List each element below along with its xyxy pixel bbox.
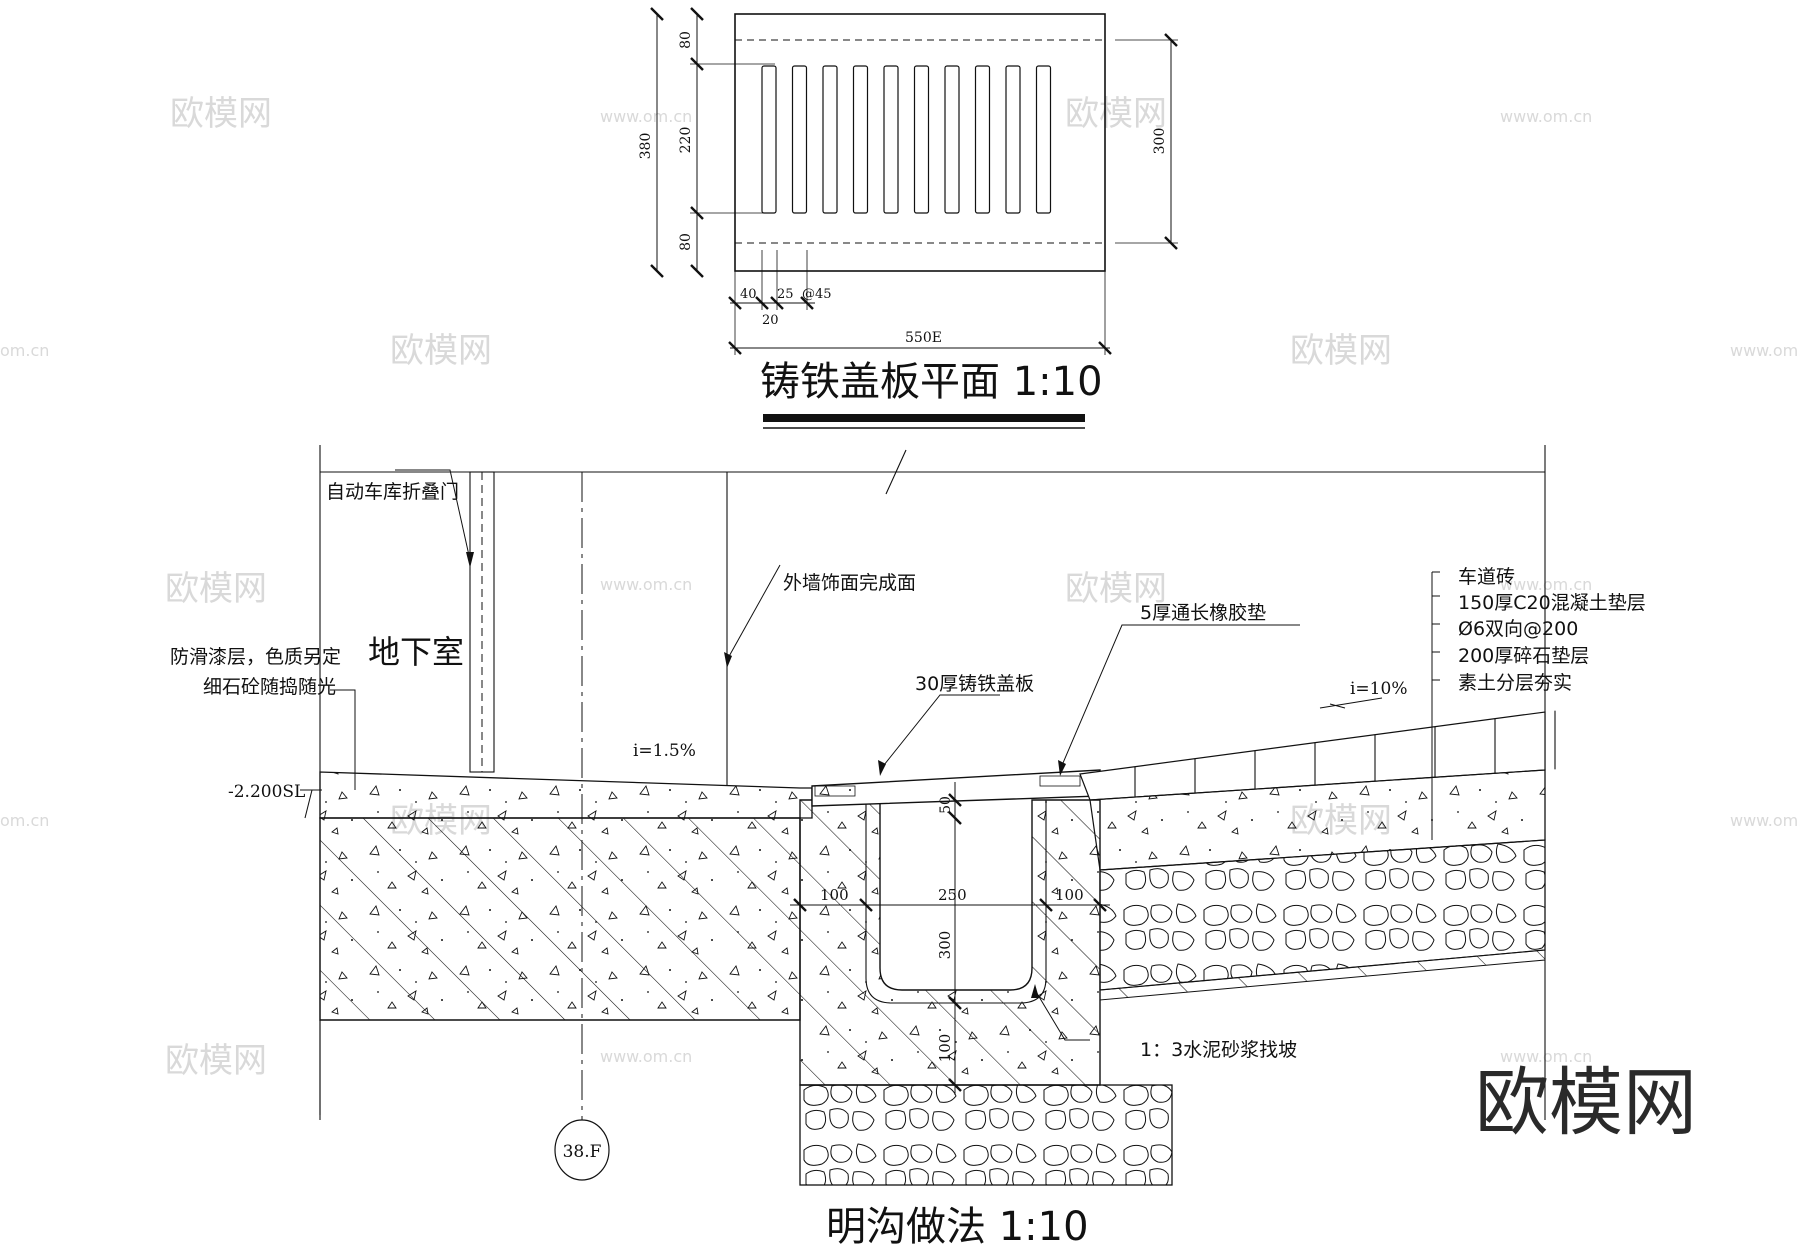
leader-lines bbox=[300, 469, 1433, 1041]
section-dim-ticks bbox=[793, 793, 1107, 1092]
dim-100-right: 100 bbox=[1055, 886, 1084, 904]
section-dim-lines bbox=[790, 782, 1110, 1095]
label-rubber-pad: 5厚通长橡胶垫 bbox=[1140, 602, 1266, 624]
paving-brick-joints bbox=[1134, 710, 1556, 798]
plate-slot bbox=[791, 65, 808, 214]
dimension-ticks bbox=[728, 296, 1112, 355]
watermark-url: www.om.cn bbox=[600, 107, 692, 126]
dim-50: 50 bbox=[938, 796, 954, 814]
extension-lines bbox=[690, 63, 775, 214]
watermark-url: www.om.cn bbox=[1730, 341, 1800, 360]
plate-slot bbox=[1005, 65, 1021, 214]
watermark-url: www.om.cn bbox=[600, 1047, 692, 1066]
watermark-url: www.om.cn bbox=[1500, 575, 1592, 594]
label-slope-right: i=10% bbox=[1350, 679, 1407, 699]
dim-100-left: 100 bbox=[820, 886, 849, 904]
watermark-url: www.om.cn bbox=[600, 575, 692, 594]
axis-label: 38.F bbox=[563, 1142, 602, 1162]
watermark-brand: 欧模网 bbox=[170, 94, 272, 134]
cover-plate-plan: 380 80 220 80 300 40 25 20 @45 550E 铸铁 bbox=[638, 7, 1178, 429]
label-cover-plate: 30厚铸铁盖板 bbox=[915, 673, 1034, 695]
dimension-ticks bbox=[1164, 33, 1178, 250]
dim-20: 20 bbox=[762, 313, 779, 328]
topping-layer bbox=[319, 771, 813, 819]
label-garage-door: 自动车库折叠门 bbox=[326, 481, 459, 503]
label-fine-concrete: 细石砼随捣随光 bbox=[203, 676, 336, 698]
layer-ticks bbox=[1432, 571, 1440, 681]
plate-slots bbox=[761, 65, 1052, 214]
dim-45: @45 bbox=[802, 287, 832, 302]
plate-slot bbox=[1035, 65, 1052, 214]
dimension-ticks bbox=[650, 7, 704, 278]
drain-section: 38.F bbox=[170, 445, 1697, 1250]
label-mortar: 1：3水泥砂浆找坡 bbox=[1140, 1039, 1297, 1061]
break-line bbox=[320, 449, 1545, 495]
label-wall-finish: 外墙饰面完成面 bbox=[783, 572, 916, 594]
plate-slot bbox=[852, 65, 869, 214]
dim-250: 250 bbox=[938, 886, 967, 904]
watermarks: 欧模网 www.om.cn 欧模网 www.om.cn om.cn 欧模网 欧模… bbox=[0, 94, 1800, 1081]
layer-list: 车道砖 150厚C20混凝土垫层 Ø6双向@200 200厚碎石垫层 素土分层夯… bbox=[1458, 566, 1646, 694]
dim-25: 25 bbox=[777, 287, 794, 302]
plate-slot bbox=[883, 65, 899, 214]
layer-item: 素土分层夯实 bbox=[1458, 672, 1572, 694]
layer-item: 150厚C20混凝土垫层 bbox=[1458, 592, 1646, 614]
brand-watermark: 欧模网 bbox=[1475, 1060, 1697, 1146]
gravel-base bbox=[799, 1084, 1173, 1186]
basement-slab-texture bbox=[320, 818, 800, 1020]
watermark-brand: 欧模网 bbox=[1065, 94, 1167, 134]
rubber-pad-left bbox=[814, 785, 856, 797]
dim-550: 550E bbox=[905, 330, 942, 346]
plate-outline bbox=[734, 13, 1106, 272]
plate-slot bbox=[761, 65, 777, 214]
layer-item: 车道砖 bbox=[1458, 566, 1515, 588]
channel-body-texture bbox=[800, 800, 1100, 1085]
extension-lines bbox=[734, 250, 1106, 355]
compacted-soil bbox=[1099, 949, 1546, 1001]
plate-slot bbox=[974, 65, 991, 214]
label-anti-slip: 防滑漆层，色质另定 bbox=[170, 646, 341, 668]
watermark-brand: 欧模网 bbox=[1065, 569, 1167, 609]
leader-arrows bbox=[466, 552, 1066, 998]
dim-300-depth: 300 bbox=[936, 931, 954, 960]
layer-item: Ø6双向@200 bbox=[1458, 618, 1578, 640]
watermark-url: www.om.cn bbox=[1730, 811, 1800, 830]
dim-80-top: 80 bbox=[678, 31, 694, 49]
plate-slot bbox=[913, 65, 930, 214]
watermark-brand: 欧模网 bbox=[165, 1041, 267, 1081]
extension-lines bbox=[1115, 39, 1178, 244]
dim-100-base: 100 bbox=[936, 1034, 954, 1063]
plate-slot bbox=[822, 65, 838, 214]
dim-380: 380 bbox=[638, 133, 654, 160]
watermark-url: om.cn bbox=[0, 341, 49, 360]
axis-bubble bbox=[554, 1119, 610, 1181]
plan-title: 铸铁盖板平面 1:10 bbox=[760, 359, 1103, 405]
dim-300-plate: 300 bbox=[1152, 128, 1168, 155]
watermark-brand: 欧模网 bbox=[1290, 331, 1392, 371]
dim-80-bottom: 80 bbox=[678, 233, 694, 251]
dim-40: 40 bbox=[740, 287, 757, 302]
watermark-url: www.om.cn bbox=[1500, 107, 1592, 126]
layer-item: 200厚碎石垫层 bbox=[1458, 645, 1589, 667]
rubber-pad-right bbox=[1039, 775, 1081, 787]
label-basement: 地下室 bbox=[368, 633, 464, 671]
watermark-brand: 欧模网 bbox=[165, 569, 267, 609]
label-elevation: -2.200SL bbox=[228, 782, 305, 802]
watermark-brand: 欧模网 bbox=[390, 331, 492, 371]
label-slope-left: i=1.5% bbox=[633, 741, 696, 761]
dim-220: 220 bbox=[678, 127, 694, 154]
plate-slot bbox=[944, 65, 960, 214]
watermark-url: www.om.cn bbox=[1500, 1047, 1592, 1066]
watermark-url: om.cn bbox=[0, 811, 49, 830]
section-title: 明沟做法 1:10 bbox=[826, 1204, 1089, 1250]
title-underline bbox=[763, 414, 1085, 422]
